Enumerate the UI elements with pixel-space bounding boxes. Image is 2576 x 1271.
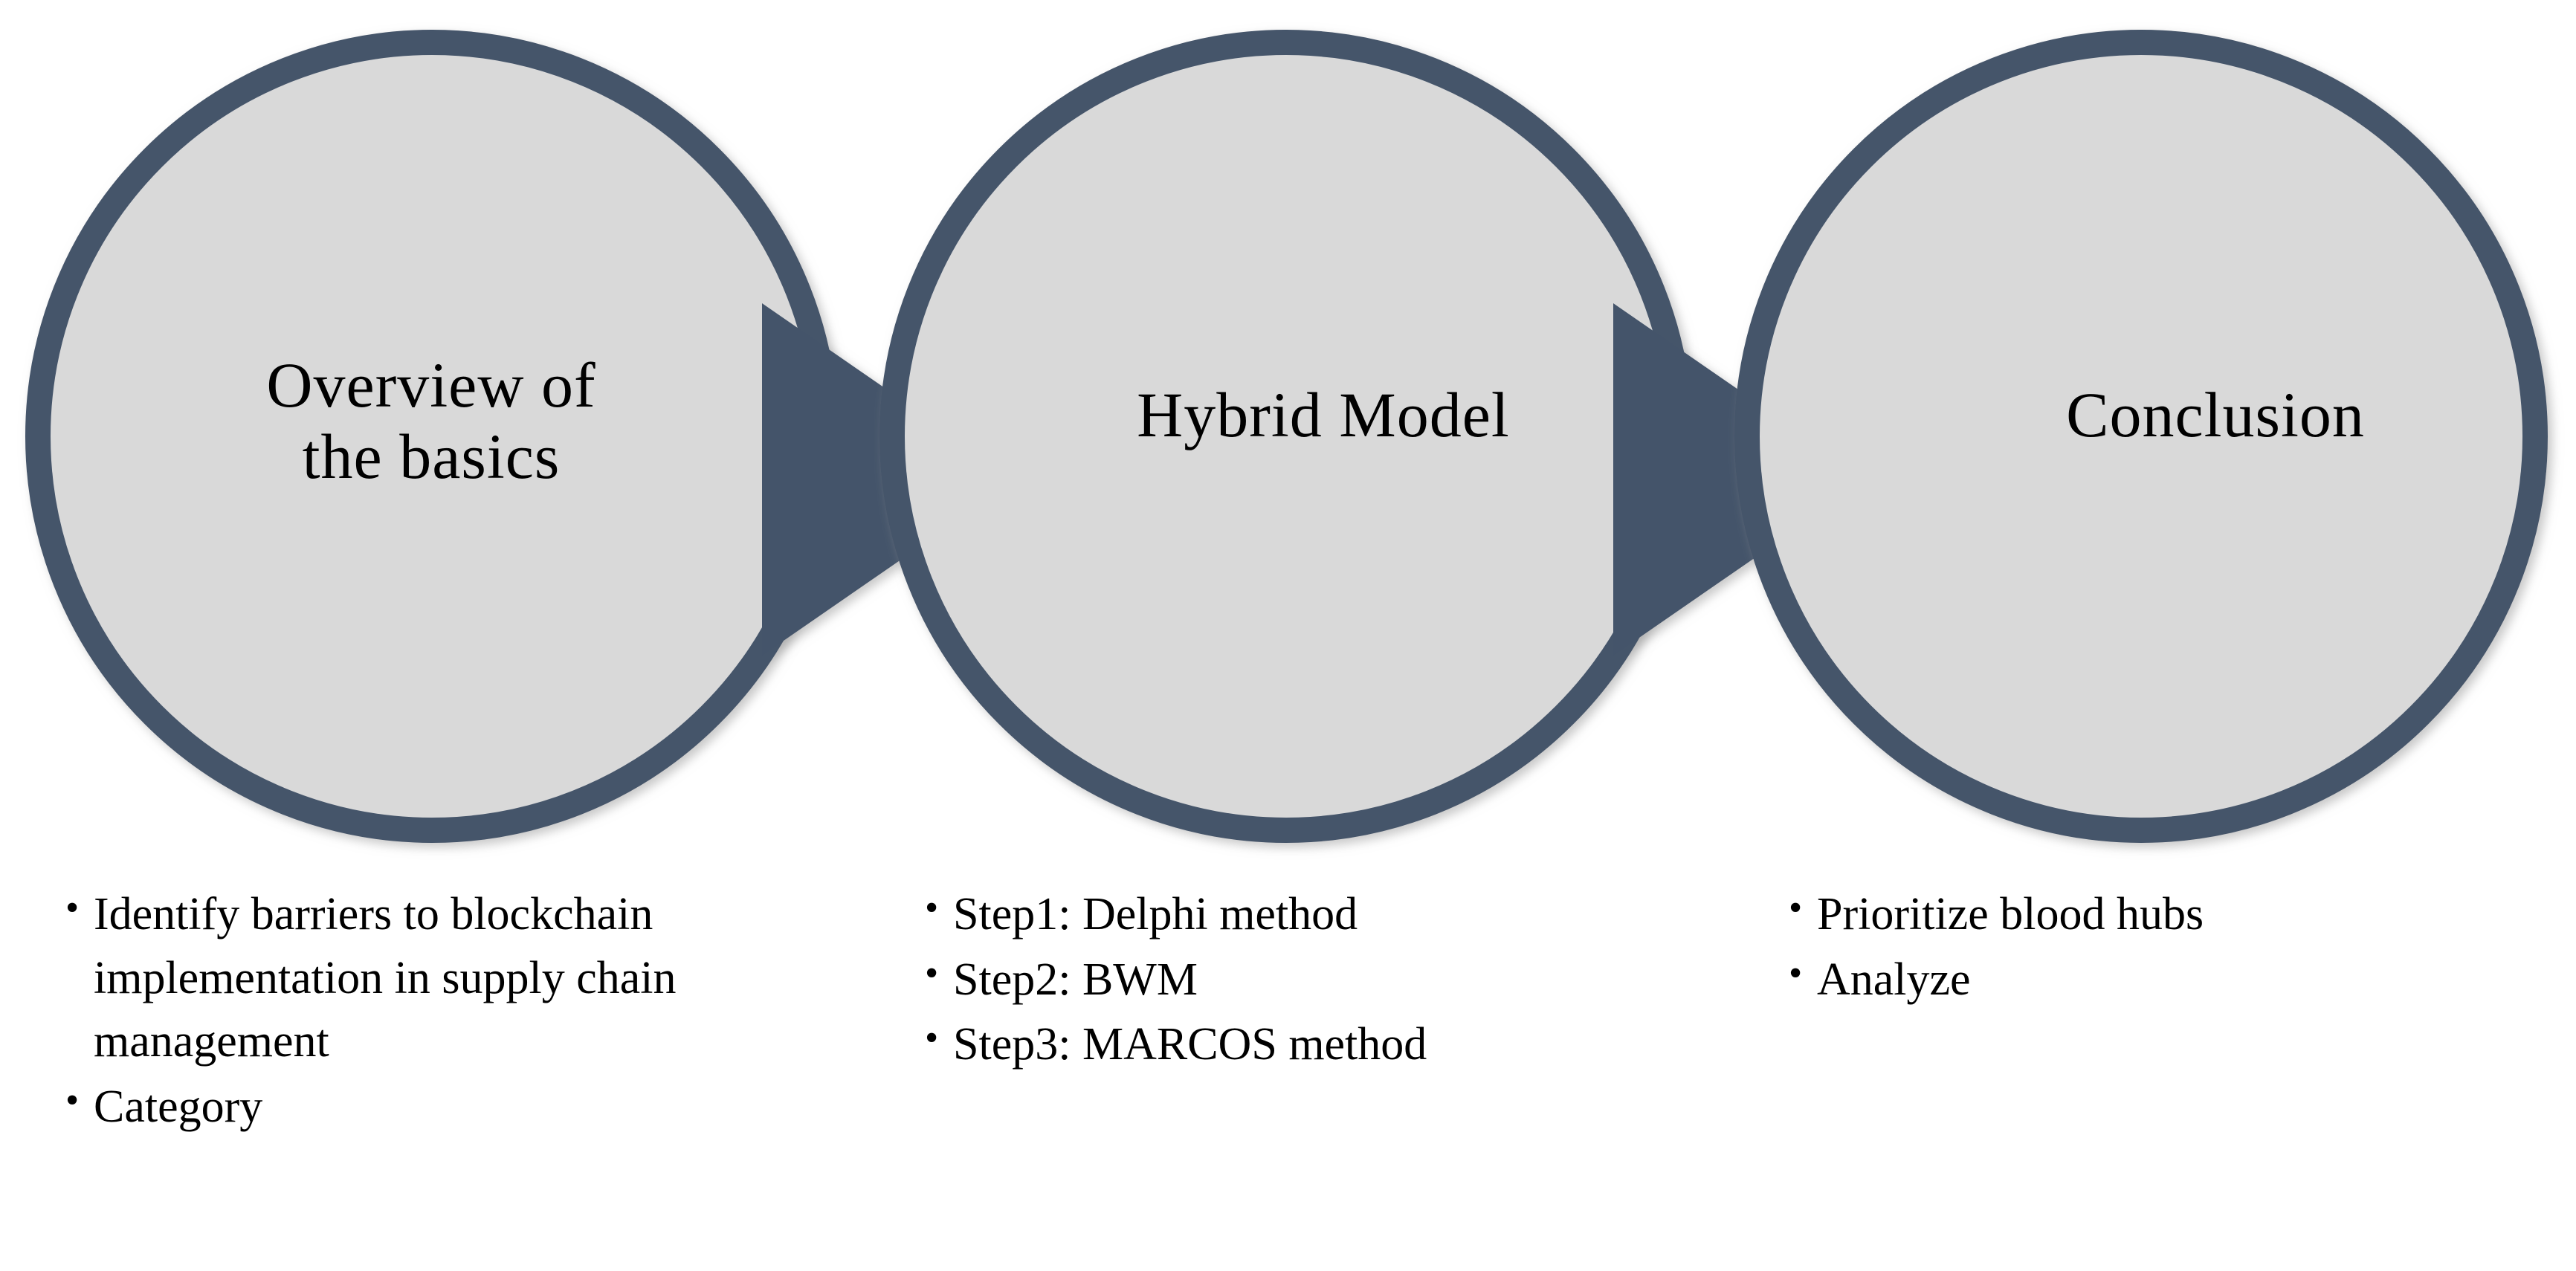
list-item: Step3: MARCOS method — [925, 1012, 1705, 1077]
stage-3-circle-label: Conclusion — [2066, 379, 2365, 450]
list-item: Analyze — [1789, 947, 2532, 1012]
stage-3-bullet-list: Prioritize blood hubs Analyze — [1789, 882, 2532, 1013]
stage-1-bullet-list: Identify barriers to blockchain implemen… — [65, 882, 779, 1140]
list-item: Identify barriers to blockchain implemen… — [65, 882, 779, 1074]
list-item: Step2: BWM — [925, 947, 1705, 1012]
stage-circle-3[interactable] — [1734, 30, 2548, 843]
stage-1-circle-label: Overview of the basics — [266, 349, 596, 493]
list-item: Category — [65, 1074, 779, 1139]
list-item: Prioritize blood hubs — [1789, 882, 2532, 947]
stage-2-circle-label: Hybrid Model — [1137, 379, 1510, 450]
list-item: Step1: Delphi method — [925, 882, 1705, 947]
stage-2-bullet-list: Step1: Delphi method Step2: BWM Step3: M… — [925, 882, 1705, 1078]
